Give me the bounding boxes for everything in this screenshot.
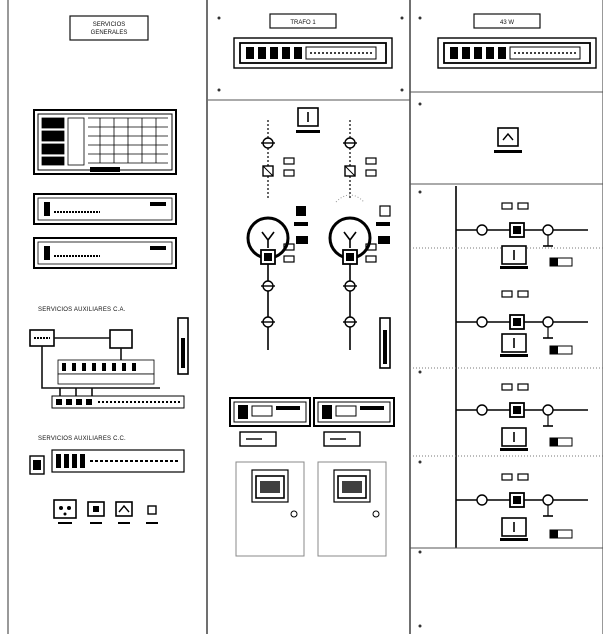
feeder-bay-1 xyxy=(456,202,588,269)
relay-unit-left xyxy=(229,397,311,447)
cabinet-right xyxy=(317,461,387,557)
panel-title-box xyxy=(473,13,541,29)
relay-unit-right xyxy=(313,397,395,447)
breaker-icon xyxy=(344,165,356,177)
top-selector xyxy=(494,127,522,153)
breaker-icon xyxy=(261,137,275,149)
panel-title-line1: SERVICIOS xyxy=(93,22,126,28)
breaker-icon xyxy=(343,316,357,328)
breaker-icon xyxy=(262,165,274,177)
breaker-icon xyxy=(343,280,357,292)
socket-icon xyxy=(146,505,158,524)
panel-borders xyxy=(7,0,603,634)
disconnector-icon xyxy=(260,249,276,265)
panel-43w: 43 W xyxy=(410,13,603,628)
cabinet-left xyxy=(235,461,305,557)
panel-title-line2: GENERALES xyxy=(91,30,128,36)
panel-trafo-1: TRAFO 1 xyxy=(208,13,410,557)
socket-icon xyxy=(115,501,133,524)
panel-title-box xyxy=(69,15,149,41)
rack-unit-1 xyxy=(33,193,177,225)
indicator-bar xyxy=(233,37,393,69)
breaker-icon xyxy=(343,137,357,149)
panel-title-trafo: TRAFO 1 xyxy=(290,20,316,26)
disconnector-icon xyxy=(342,249,358,265)
panel-title-43w: 43 W xyxy=(500,20,514,26)
rack-unit-2 xyxy=(33,237,177,269)
indicator-bar xyxy=(437,37,597,69)
feeder-bay-4 xyxy=(456,473,588,541)
panel-servicios-generales: SERVICIOS GENERALES xyxy=(29,15,189,524)
aux-cc-diagram xyxy=(29,449,185,475)
control-unit-large xyxy=(33,109,177,175)
trafo-left-feeder xyxy=(246,120,308,350)
socket-icon xyxy=(87,501,105,524)
transformer-icon xyxy=(328,216,372,260)
breaker-icon xyxy=(261,280,275,292)
label-aux-ca: SERVICIOS AUXILIARES C.A. xyxy=(38,307,126,313)
trafo-right-feeder xyxy=(328,120,391,369)
socket-icon xyxy=(53,499,77,524)
feeder-bay-2 xyxy=(456,290,588,357)
label-aux-cc: SERVICIOS AUXILIARES C.C. xyxy=(38,436,126,442)
breaker-icon xyxy=(261,316,275,328)
panel-title-box xyxy=(269,13,337,29)
selector-switch-icon xyxy=(296,107,320,133)
feeder-bay-3 xyxy=(456,383,588,451)
aux-ca-diagram xyxy=(29,317,189,409)
socket-row xyxy=(53,499,158,524)
